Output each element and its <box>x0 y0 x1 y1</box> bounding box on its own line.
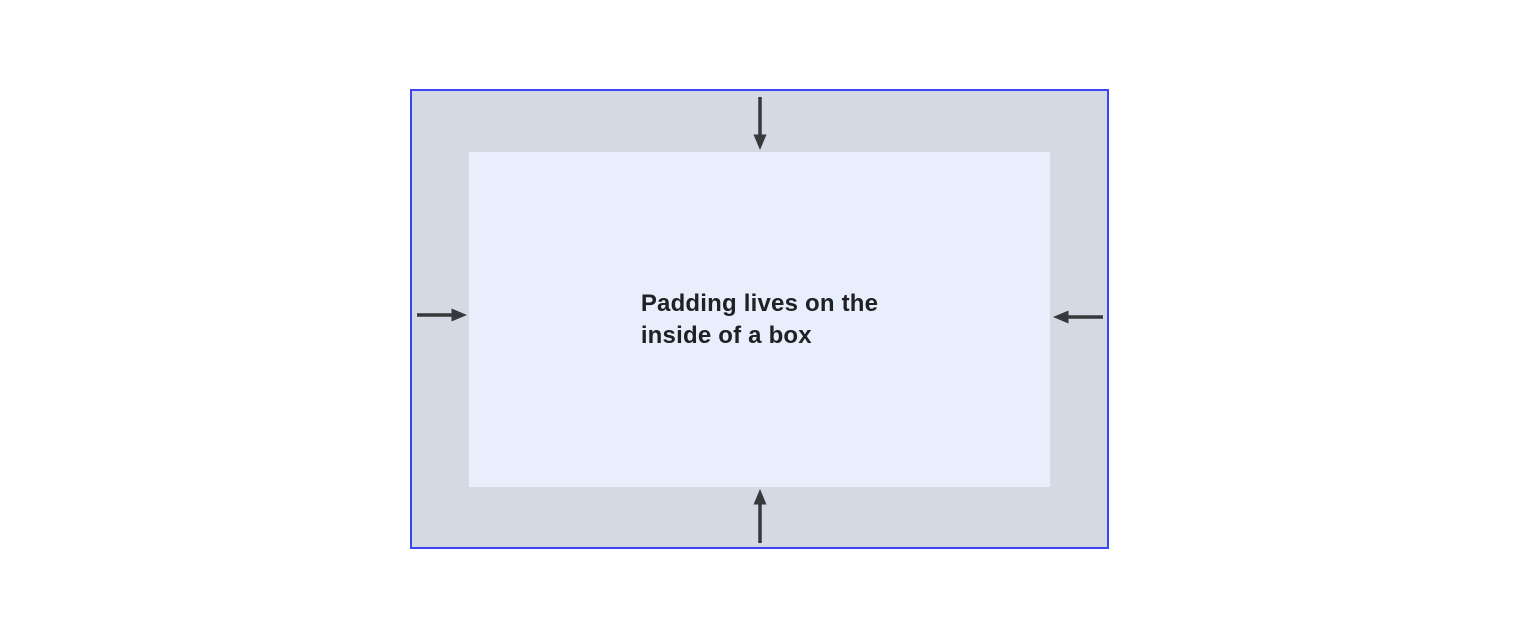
box-with-padding: Padding lives on the inside of a box <box>410 89 1109 549</box>
content-box: Padding lives on the inside of a box <box>469 152 1050 487</box>
arrow-down-icon <box>753 97 767 150</box>
padding-label: Padding lives on the inside of a box <box>641 288 878 352</box>
padding-label-line2: inside of a box <box>640 321 812 349</box>
arrow-left-icon <box>1053 310 1103 324</box>
arrow-right-icon <box>417 308 467 322</box>
arrow-up-icon <box>753 489 767 543</box>
padding-label-line1: Padding lives on the <box>640 289 879 317</box>
